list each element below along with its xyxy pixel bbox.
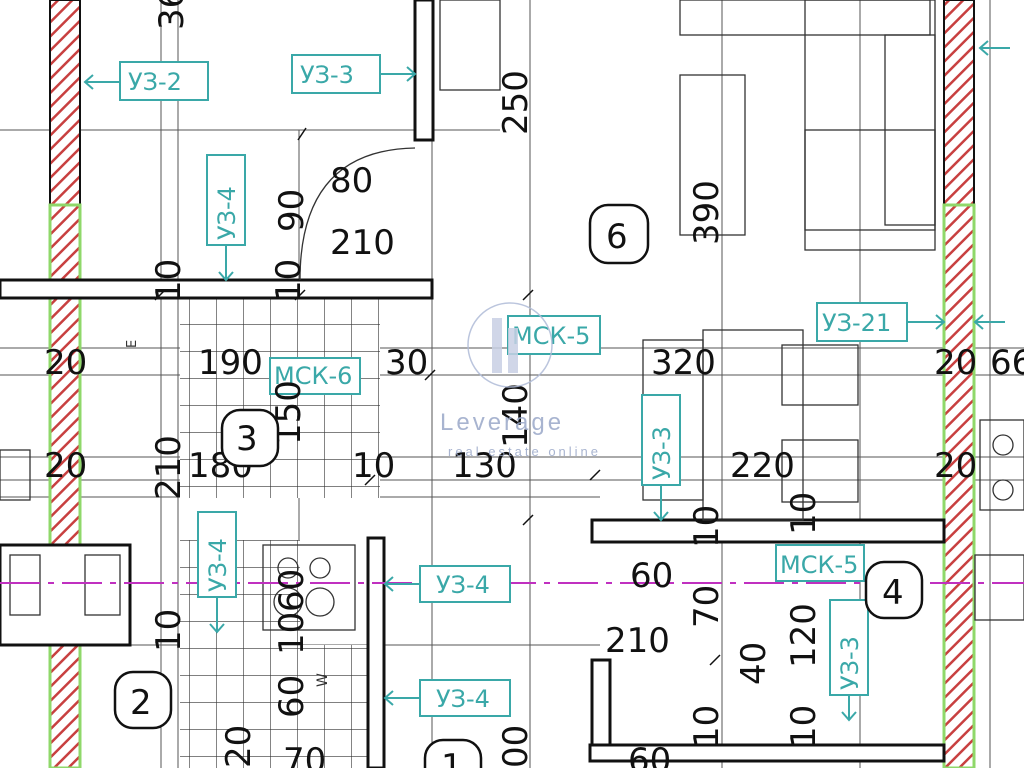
tag-uz3-3-vertical: УЗ-3 bbox=[648, 426, 676, 480]
dim-70-bottom: 70 bbox=[283, 741, 326, 768]
dim-140: 140 bbox=[496, 383, 536, 448]
room-number-1: 1 bbox=[441, 747, 463, 768]
dim-20-left-2: 20 bbox=[44, 446, 87, 486]
dim-20-right-1: 20 bbox=[934, 343, 977, 383]
dim-390: 390 bbox=[687, 180, 727, 245]
room-number-3: 3 bbox=[236, 419, 258, 459]
dimension-ticks bbox=[154, 127, 721, 666]
dim-210-top: 210 bbox=[330, 223, 395, 263]
dim-60-a: 60 bbox=[630, 556, 673, 596]
dim-20-bottom: 20 bbox=[219, 725, 259, 768]
tag-uz3-21: УЗ-21 bbox=[822, 309, 891, 337]
dim-60-d: 60 bbox=[628, 741, 671, 768]
dim-70: 70 bbox=[687, 585, 727, 628]
dim-250: 250 bbox=[496, 70, 536, 135]
mark-e: Е bbox=[125, 340, 140, 348]
dim-60-c: 60 bbox=[272, 675, 312, 718]
dim-10-g: 10 bbox=[272, 612, 312, 655]
dim-320: 320 bbox=[651, 343, 716, 383]
walls bbox=[0, 0, 946, 768]
furniture bbox=[0, 0, 1024, 631]
dim-210-center: 210 bbox=[605, 621, 670, 661]
dim-30: 30 bbox=[385, 343, 428, 383]
dim-210-left: 210 bbox=[149, 435, 189, 500]
room-number-6: 6 bbox=[606, 217, 628, 257]
door-swing bbox=[299, 147, 416, 281]
dim-80: 80 bbox=[330, 161, 373, 201]
room-number-4: 4 bbox=[882, 573, 904, 613]
tag-uz3-4-vertical-2: УЗ-4 bbox=[204, 538, 232, 592]
dim-10-b: 10 bbox=[269, 259, 309, 302]
dim-90: 90 bbox=[272, 189, 312, 232]
watermark-sub: real estate online bbox=[448, 444, 601, 459]
tag-uz3-4-vertical-1: УЗ-4 bbox=[213, 186, 241, 240]
tag-uz3-3-top: УЗ-3 bbox=[300, 61, 354, 89]
dim-10-a: 10 bbox=[149, 259, 189, 302]
tag-uz3-4-horizontal-2: УЗ-4 bbox=[436, 685, 490, 713]
dim-20-left-1: 20 bbox=[44, 343, 87, 383]
dim-10-f: 10 bbox=[149, 609, 189, 652]
mark-w: W bbox=[315, 673, 331, 687]
dim-190: 190 bbox=[198, 343, 263, 383]
dim-40: 40 bbox=[734, 642, 774, 685]
tag-boxes bbox=[119, 54, 908, 717]
tiled-floors bbox=[180, 298, 380, 768]
dim-36: 36 bbox=[152, 0, 192, 30]
dim-10-h: 10 bbox=[687, 705, 727, 748]
room-markers bbox=[113, 203, 924, 768]
dim-120: 120 bbox=[784, 603, 824, 668]
watermark-brand: Leverage bbox=[440, 409, 564, 436]
tag-arrows bbox=[83, 40, 1010, 722]
tag-uz3-4-horizontal-1: УЗ-4 bbox=[436, 571, 490, 599]
dim-00: 00 bbox=[496, 725, 536, 768]
dim-66: 66 bbox=[990, 343, 1024, 383]
tag-uz3-2: УЗ-2 bbox=[128, 68, 182, 96]
tag-uz3-3-vertical-2: УЗ-3 bbox=[836, 636, 864, 690]
tag-msk6: МСК-6 bbox=[274, 362, 352, 390]
watermark: Leverage real estate online bbox=[440, 302, 601, 459]
dim-10-c: 10 bbox=[352, 446, 395, 486]
dim-10-e: 10 bbox=[784, 492, 824, 535]
dim-10-d: 10 bbox=[687, 505, 727, 548]
dim-130: 130 bbox=[452, 446, 517, 486]
tag-msk5-right: МСК-5 bbox=[780, 551, 858, 579]
dim-60-b: 60 bbox=[272, 569, 312, 612]
dim-220: 220 bbox=[730, 446, 795, 486]
dim-20-right-2: 20 bbox=[934, 446, 977, 486]
room-number-2: 2 bbox=[130, 683, 152, 723]
dim-10-i: 10 bbox=[784, 705, 824, 748]
